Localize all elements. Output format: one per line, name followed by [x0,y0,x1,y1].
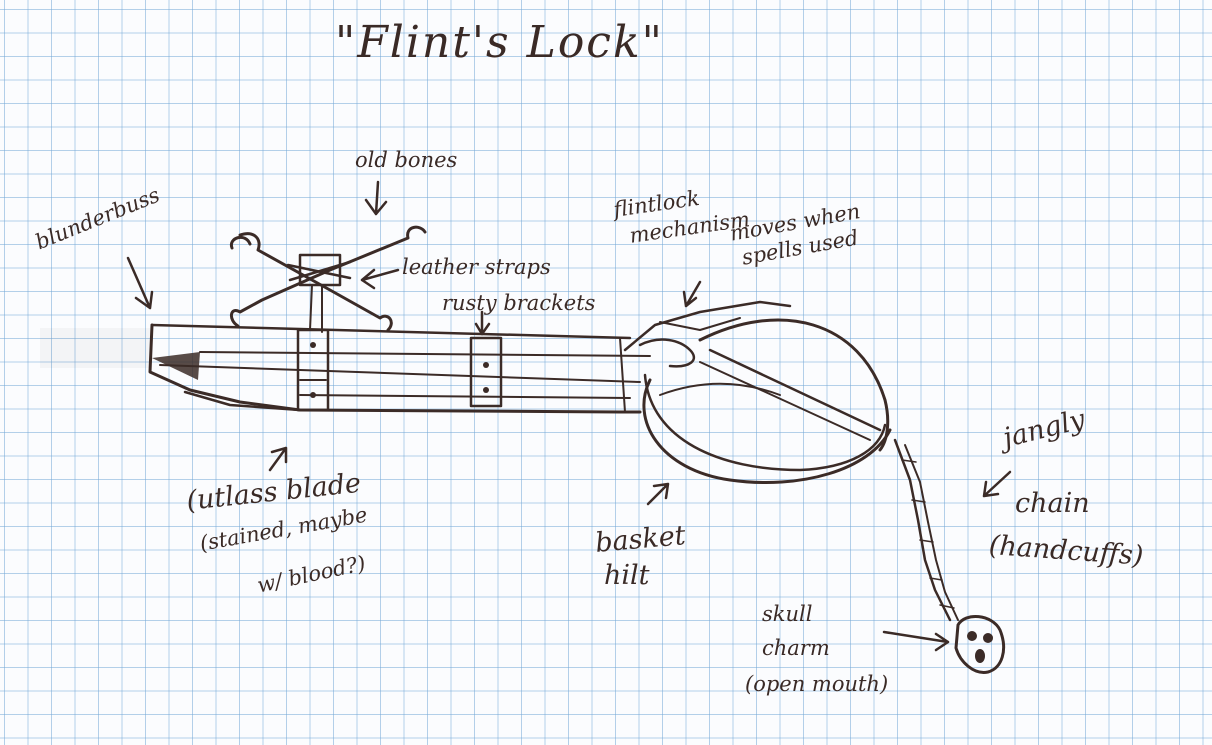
sketch-title: "Flint's Lock" [335,17,664,68]
rusty-bracket-left [296,328,330,412]
skull-charm-icon [954,615,1005,674]
label-old-bones: old bones [355,148,458,172]
annotation-arrows [126,180,1012,652]
chain-icon [893,438,959,622]
flintlock-mechanism [623,300,792,368]
basket-hilt [642,318,892,484]
label-rusty-brackets: rusty brackets [442,291,596,315]
cutlass-blade [148,323,651,414]
crossed-bones-icon [229,225,427,333]
rusty-bracket-right [469,336,503,408]
label-skull-2: charm [762,636,830,660]
label-basket-2: hilt [604,560,650,591]
label-skull-3: (open mouth) [745,672,889,696]
label-jangly-2: chain [1015,488,1090,519]
label-skull-1: skull [762,602,813,626]
label-leather-straps: leather straps [402,255,551,279]
